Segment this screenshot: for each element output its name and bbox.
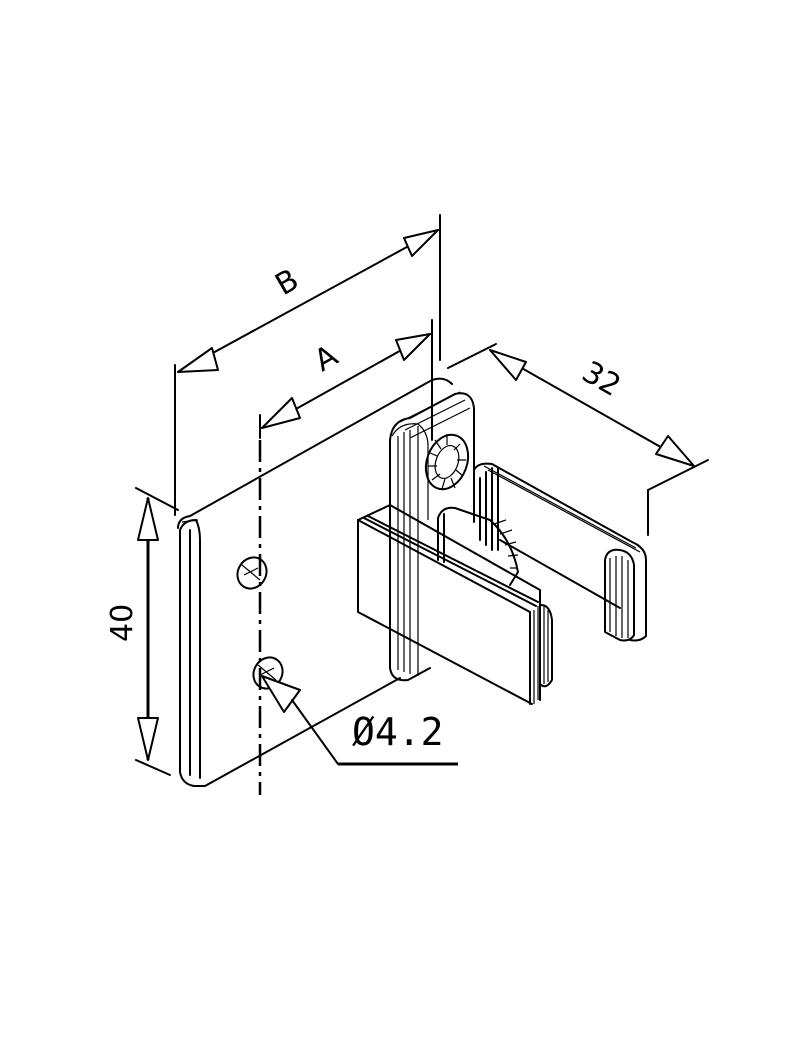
hole-diameter-callout: Ø4.2 <box>261 675 458 766</box>
hole-diameter-label: Ø4.2 <box>352 710 444 754</box>
front-clamp-plate <box>357 504 553 705</box>
countersunk-screw <box>424 433 470 491</box>
dimension-32-label: 32 <box>576 355 627 404</box>
dimension-a: A <box>259 319 433 441</box>
dimension-b-label: B <box>270 262 305 303</box>
dimension-40-label: 40 <box>105 604 140 642</box>
dimension-40: 40 <box>105 487 179 776</box>
base-plate <box>177 377 453 787</box>
vertical-post <box>389 391 475 682</box>
dimension-a-label: A <box>309 338 345 379</box>
cam-wedge <box>437 506 519 586</box>
dimension-b: B <box>174 214 441 516</box>
rear-clamp-arm <box>473 462 647 642</box>
